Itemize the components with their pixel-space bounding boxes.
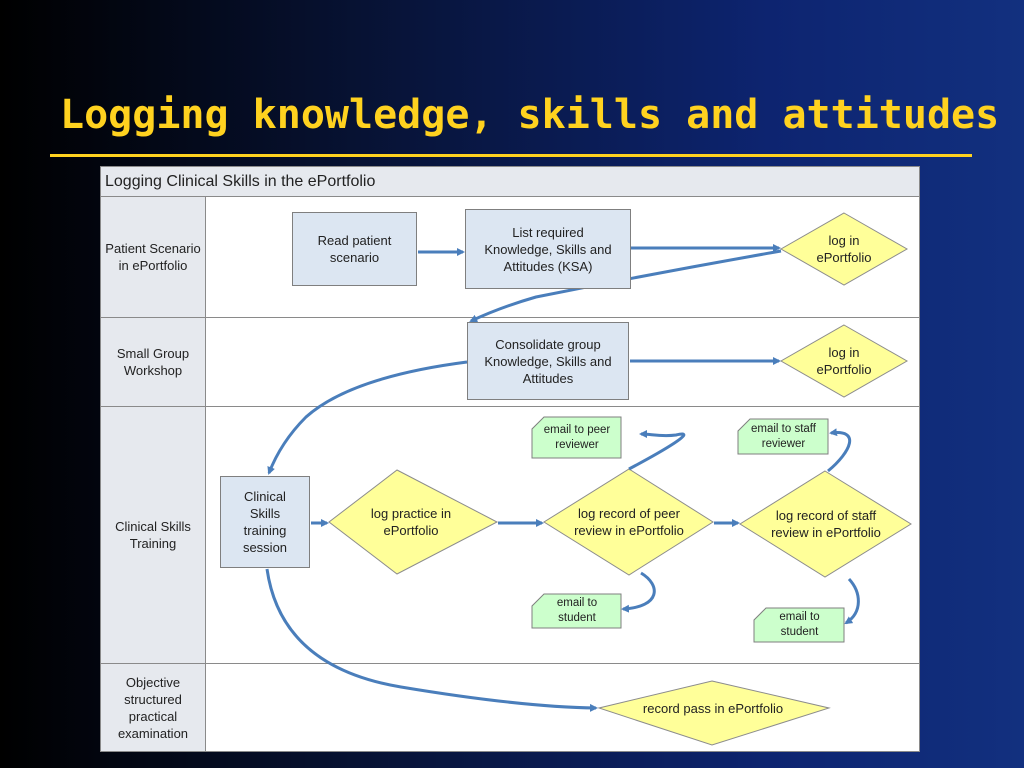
email-student-1-label: email to student xyxy=(556,597,598,624)
slide-title: Logging knowledge, skills and attitudes xyxy=(60,92,1000,138)
lane-label-clinical-skills-training: Clinical Skills Training xyxy=(101,407,206,663)
flowchart-shapes xyxy=(265,212,912,746)
lane-label-patient-scenario: Patient Scenario in ePortfolio xyxy=(101,197,206,317)
process-read-patient-scenario: Read patient scenario xyxy=(292,212,417,286)
decision-record-pass xyxy=(597,680,831,746)
email-staff-reviewer-shape xyxy=(737,418,829,455)
decision-log-staff-review xyxy=(739,470,912,578)
decision-log-staff-review-label: log record of staff review in ePortfolio xyxy=(771,508,881,540)
title-underline xyxy=(50,154,972,157)
flowchart-header: Logging Clinical Skills in the ePortfoli… xyxy=(101,167,919,197)
decision-log-peer-review-label: log record of peer review in ePortfolio xyxy=(574,506,684,538)
decision-log-in-eportfolio-2-label: log in ePortfolio xyxy=(816,345,872,377)
arrow-staff-to-email-student xyxy=(844,577,860,625)
lane-divider xyxy=(101,406,919,407)
arrow-peer-to-email-peer xyxy=(628,430,686,471)
process-consolidate-group-ksa: Consolidate group Knowledge, Skills and … xyxy=(467,322,629,400)
lane-label-osce: Objective structured practical examinati… xyxy=(101,664,206,751)
decision-log-in-eportfolio-1-label: log in ePortfolio xyxy=(816,233,872,265)
decision-record-pass-label: record pass in ePortfolio xyxy=(642,700,784,716)
email-student-1-shape xyxy=(531,593,622,629)
lane-divider xyxy=(101,663,919,664)
decision-log-in-eportfolio-2 xyxy=(779,324,909,398)
decision-log-practice-label: log practice in ePortfolio xyxy=(370,506,452,538)
decision-log-peer-review xyxy=(543,468,714,576)
lane-label-small-group-workshop: Small Group Workshop xyxy=(101,318,206,406)
email-peer-reviewer-shape xyxy=(531,416,622,459)
arrow-clinical-to-record-pass xyxy=(265,568,598,712)
decision-log-practice xyxy=(328,469,499,575)
lane-divider xyxy=(101,317,919,318)
email-student-2-label: email to student xyxy=(779,611,820,638)
email-student-2-shape xyxy=(753,607,845,643)
decision-log-in-eportfolio-1 xyxy=(779,212,909,286)
process-list-required-ksa: List required Knowledge, Skills and Atti… xyxy=(465,209,631,289)
arrow-peer-to-email-student xyxy=(621,571,656,613)
flowchart-panel: Logging Clinical Skills in the ePortfoli… xyxy=(100,166,920,752)
arrow-consolidate-to-clinical xyxy=(267,360,468,475)
arrow-staff-to-email-staff xyxy=(827,428,852,473)
email-peer-reviewer-label: email to peer reviewer xyxy=(543,424,611,451)
arrow-login1-to-consolidate xyxy=(469,249,782,323)
process-clinical-skills-session: Clinical Skills training session xyxy=(220,476,310,568)
email-staff-reviewer-label: email to staff reviewer xyxy=(751,422,816,450)
